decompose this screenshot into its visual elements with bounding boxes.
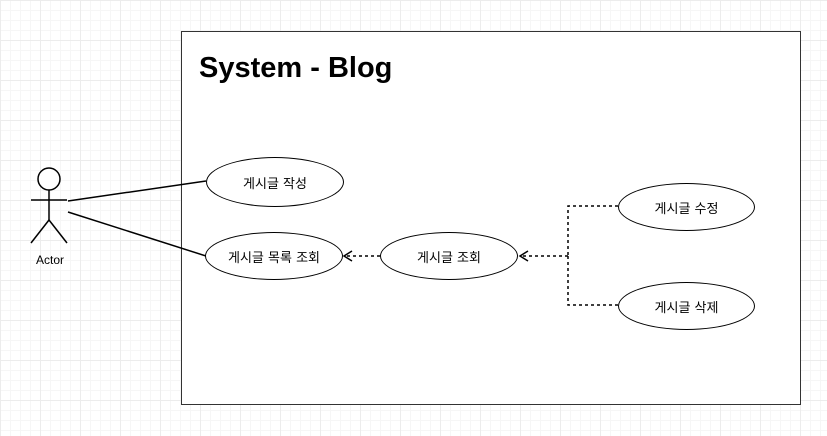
dependency-view-list[interactable] [342,250,380,262]
dependency-edit-delete-view[interactable] [518,205,618,306]
actor-head [37,167,61,191]
dependency-arrowhead [342,250,353,262]
usecase-view-post[interactable]: 게시글 조회 [380,232,518,280]
actor-leg-left [30,219,50,244]
dependency-line-delete [567,256,618,306]
actor-label: Actor [35,253,64,267]
association-actor-list[interactable] [67,211,207,257]
usecase-edit-post[interactable]: 게시글 수정 [618,183,755,231]
usecase-delete-post[interactable]: 게시글 삭제 [618,282,755,330]
actor-leg-right [48,219,68,244]
dependency-arrowhead [518,250,529,262]
usecase-list-posts[interactable]: 게시글 목록 조회 [205,232,343,280]
dependency-line-edit [567,205,618,256]
usecase-write-post[interactable]: 게시글 작성 [206,157,344,207]
system-title: System - Blog [199,52,393,84]
actor-figure[interactable] [30,167,68,244]
association-actor-write[interactable] [67,180,207,202]
